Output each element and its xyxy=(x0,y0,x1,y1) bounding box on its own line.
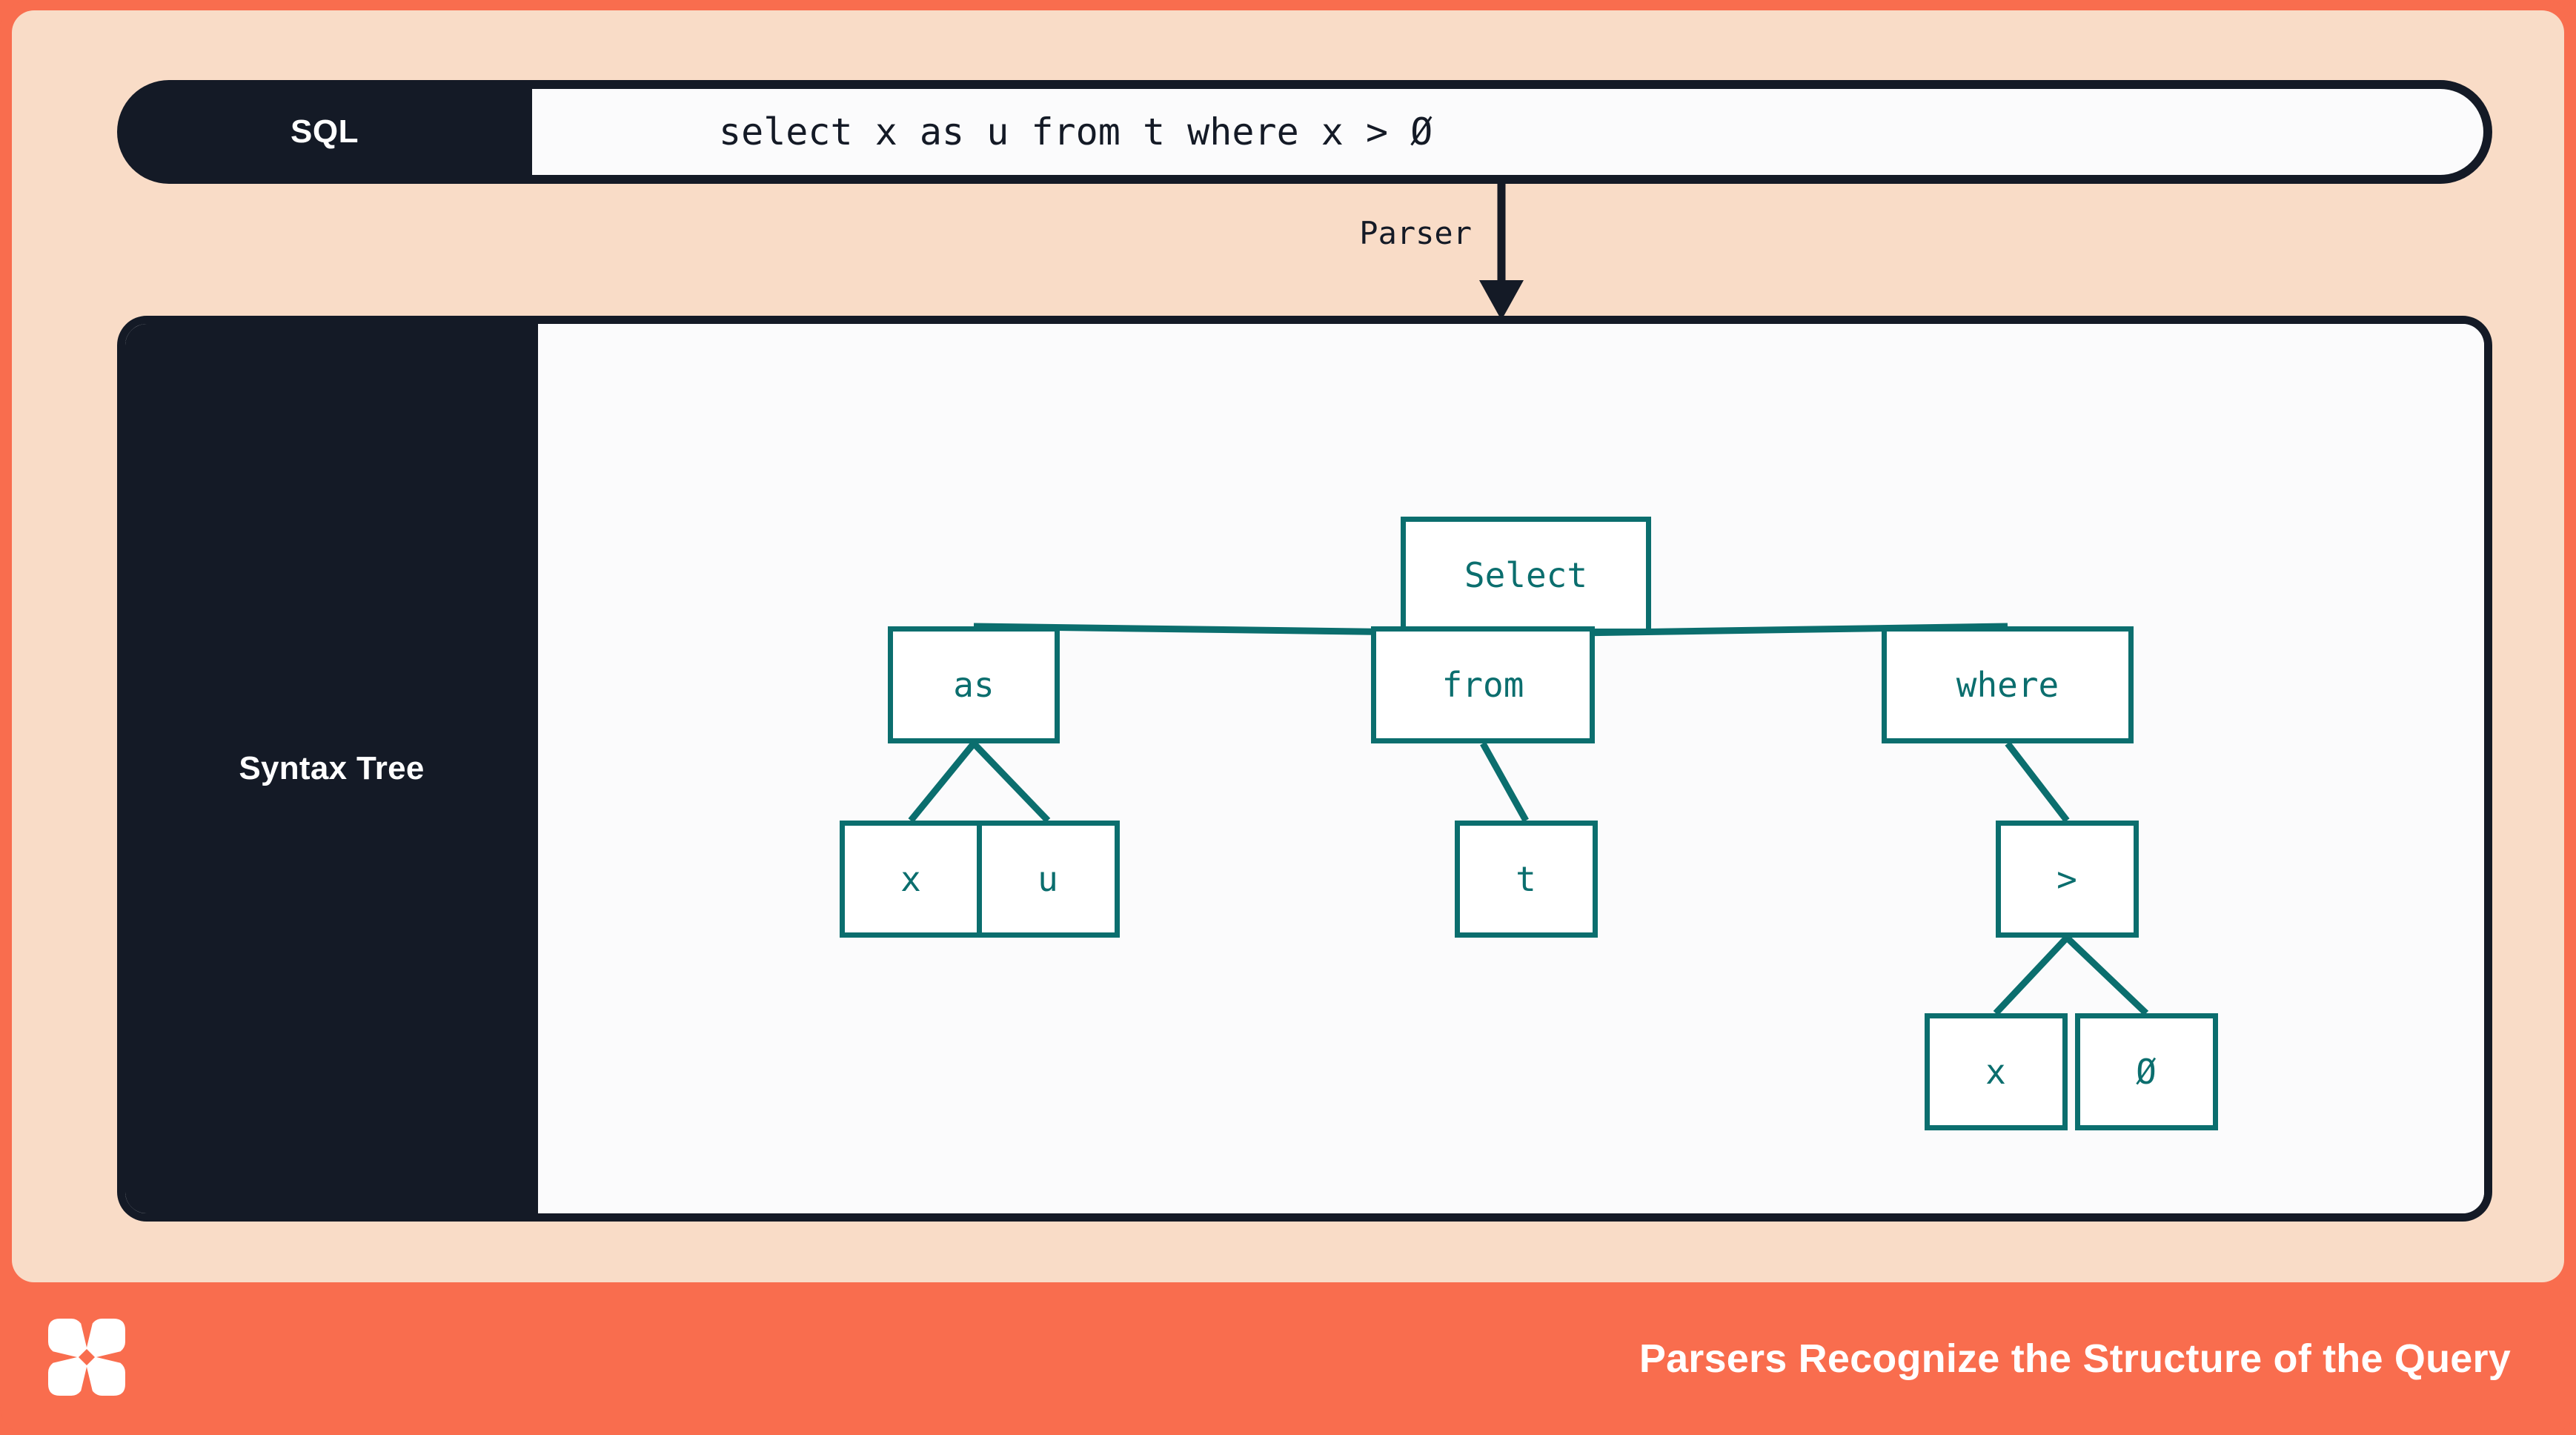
tree-node-label: as xyxy=(953,665,995,705)
tree-node-x1[interactable]: x xyxy=(839,821,983,938)
body-panel: SQL select x as u from t where x > Ø Par… xyxy=(12,10,2564,1282)
tree-node-label: Select xyxy=(1464,555,1588,595)
tree-node-where[interactable]: where xyxy=(1882,626,2134,743)
tree-node-select[interactable]: Select xyxy=(1401,517,1651,634)
parser-arrow-group: Parser xyxy=(1272,175,1687,322)
tree-node-label: from xyxy=(1441,665,1524,705)
tree-node-label: x xyxy=(1985,1052,2006,1092)
tree-node-from[interactable]: from xyxy=(1371,626,1595,743)
tree-node-x2[interactable]: x xyxy=(1924,1013,2068,1130)
syntax-tree-sidebar: Syntax Tree xyxy=(125,324,538,1213)
tree-node-as[interactable]: as xyxy=(888,626,1060,743)
tree-node-label: where xyxy=(1956,665,2059,705)
tree-node-gt[interactable]: > xyxy=(1995,821,2139,938)
tree-node-label: > xyxy=(2057,859,2077,899)
tree-node-label: t xyxy=(1516,859,1536,899)
sql-input-row: SQL select x as u from t where x > Ø xyxy=(117,80,2492,184)
tree-node-label: Ø xyxy=(2136,1052,2157,1092)
four-point-star-logo xyxy=(48,1319,125,1396)
tree-node-u[interactable]: u xyxy=(976,821,1120,938)
sql-label: SQL xyxy=(291,113,359,150)
sql-input-field[interactable]: select x as u from t where x > Ø xyxy=(532,89,2483,175)
sql-query-text: select x as u from t where x > Ø xyxy=(719,110,1433,153)
tree-node-zero[interactable]: Ø xyxy=(2074,1013,2218,1130)
tree-node-t[interactable]: t xyxy=(1454,821,1598,938)
syntax-tree-label: Syntax Tree xyxy=(239,750,425,786)
footer-bar: Parsers Recognize the Structure of the Q… xyxy=(0,1282,2576,1435)
arrow-down-icon xyxy=(1479,175,1524,320)
tree-node-label: u xyxy=(1038,859,1058,899)
tree-node-label: x xyxy=(900,859,921,899)
footer-caption: Parsers Recognize the Structure of the Q… xyxy=(1639,1336,2511,1381)
parser-label: Parser xyxy=(1359,215,1472,251)
